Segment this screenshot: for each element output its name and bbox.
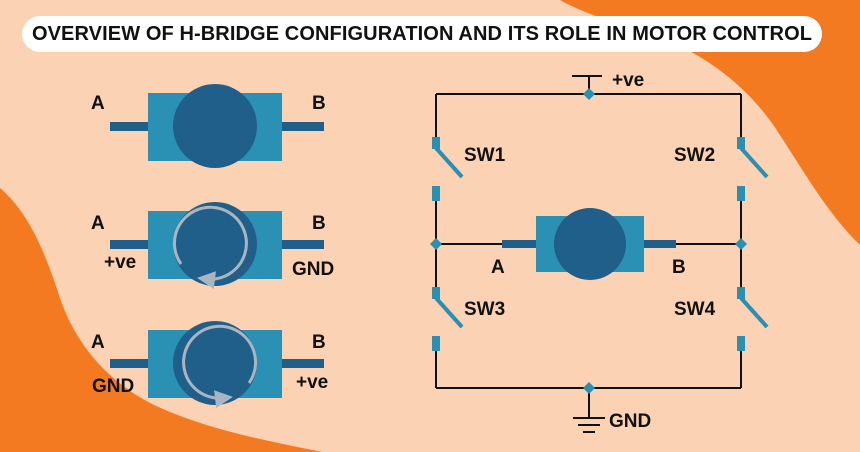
page-title: OVERVIEW OF H-BRIDGE CONFIGURATION AND I… bbox=[31, 22, 813, 45]
motor-forward-shaft-left bbox=[110, 240, 150, 249]
switch-sw1 bbox=[432, 137, 464, 201]
circuit-motor-shaft-left bbox=[502, 240, 538, 248]
circuit-motor-shaft-right bbox=[642, 240, 676, 248]
motor-reverse-polarity-right: +ve bbox=[296, 372, 329, 393]
motor-reverse-polarity-left: GND bbox=[92, 376, 135, 397]
motor-idle-shaft-left bbox=[110, 122, 150, 131]
motor-reverse-shaft-right bbox=[282, 359, 324, 368]
counterclockwise-arrow-icon bbox=[182, 324, 257, 409]
ground-label: GND bbox=[609, 411, 652, 432]
motor-forward-rotor bbox=[173, 202, 257, 286]
motor-reverse-rotor bbox=[173, 321, 257, 405]
motor-reverse-label-b: B bbox=[312, 332, 326, 353]
junction-bottom bbox=[583, 382, 595, 394]
h-bridge-circuit bbox=[430, 75, 769, 433]
circuit-motor-label-b: B bbox=[672, 257, 686, 278]
switch-sw4 bbox=[737, 287, 769, 351]
junction-right bbox=[735, 238, 747, 250]
motor-forward-polarity-right: GND bbox=[292, 259, 335, 280]
background-blob-bottom-left bbox=[0, 188, 322, 452]
motor-forward-polarity-left: +ve bbox=[104, 252, 137, 273]
circuit-motor bbox=[502, 208, 676, 280]
motor-idle-label-a: A bbox=[91, 93, 105, 114]
switch-sw3 bbox=[432, 287, 464, 351]
switch-label-sw4: SW4 bbox=[674, 299, 716, 320]
junction-top bbox=[583, 88, 595, 100]
switch-sw2 bbox=[737, 137, 769, 201]
background-blob-top-right bbox=[560, 0, 860, 245]
motor-idle-shaft-right bbox=[282, 122, 324, 131]
motor-idle bbox=[110, 84, 324, 168]
title-banner: OVERVIEW OF H-BRIDGE CONFIGURATION AND I… bbox=[22, 16, 822, 52]
motor-forward-label-a: A bbox=[91, 213, 105, 234]
motor-reverse bbox=[110, 321, 324, 409]
motor-reverse-label-a: A bbox=[91, 332, 105, 353]
motor-forward-shaft-right bbox=[282, 240, 324, 249]
motor-idle-rotor bbox=[173, 84, 257, 168]
circuit-motor-label-a: A bbox=[491, 257, 505, 278]
motor-forward bbox=[110, 202, 324, 290]
switch-label-sw1: SW1 bbox=[464, 145, 506, 166]
junction-left bbox=[430, 238, 442, 250]
motor-reverse-shaft-left bbox=[110, 359, 150, 368]
motor-idle-label-b: B bbox=[312, 93, 326, 114]
clockwise-arrow-icon bbox=[173, 205, 248, 290]
motor-forward-label-b: B bbox=[312, 213, 326, 234]
switch-label-sw3: SW3 bbox=[464, 299, 506, 320]
circuit-motor-rotor bbox=[554, 208, 626, 280]
switch-label-sw2: SW2 bbox=[674, 145, 716, 166]
supply-label: +ve bbox=[612, 70, 645, 91]
